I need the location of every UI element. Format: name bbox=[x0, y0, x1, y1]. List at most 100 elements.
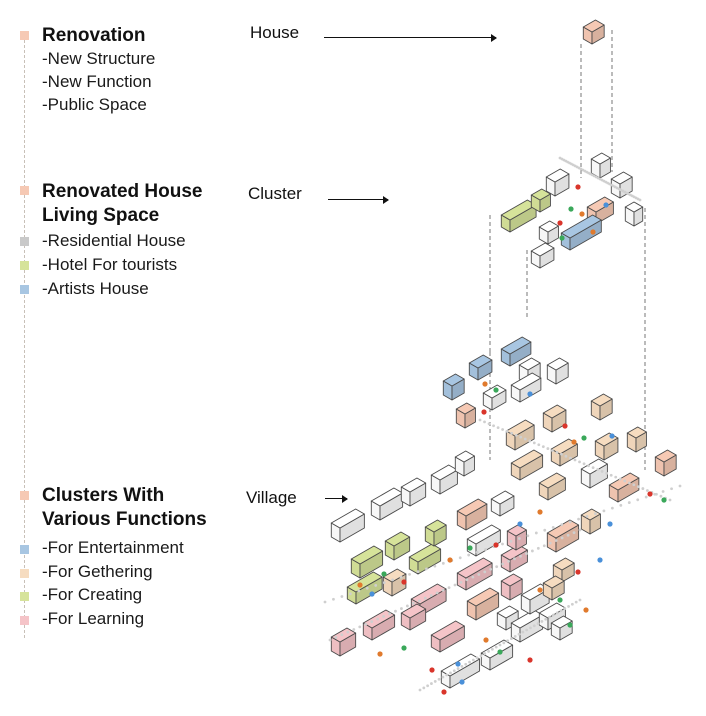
walkway-dot bbox=[445, 673, 449, 677]
building-roof bbox=[500, 573, 523, 587]
activity-dot bbox=[429, 667, 435, 673]
walkway-dot bbox=[332, 597, 335, 601]
walkway-dot bbox=[417, 599, 421, 603]
walkway-dot bbox=[426, 684, 430, 688]
walkway-dot bbox=[340, 595, 344, 598]
activity-dot bbox=[467, 545, 473, 551]
walkway-dot bbox=[468, 660, 471, 664]
walkway-dot bbox=[614, 475, 618, 479]
activity-dot bbox=[568, 206, 574, 212]
walkway-dot bbox=[487, 650, 490, 653]
activity-dot bbox=[493, 542, 499, 548]
clusters-title-line2: Various Functions bbox=[42, 509, 207, 530]
gathering-swatch-icon bbox=[20, 569, 29, 578]
walkway-dot bbox=[370, 620, 374, 624]
building-roof bbox=[550, 438, 578, 455]
living-space-title-line1: Renovated House bbox=[42, 181, 203, 202]
walkway-dot bbox=[627, 481, 631, 485]
walkway-dot bbox=[659, 494, 663, 498]
activity-dot bbox=[607, 521, 613, 527]
walkway-dot bbox=[340, 633, 344, 637]
building-roof bbox=[542, 575, 565, 589]
walkway-dot bbox=[471, 658, 475, 662]
walkway-dot bbox=[399, 575, 403, 579]
walkway-dot bbox=[602, 509, 606, 513]
activity-dot bbox=[647, 491, 653, 497]
walkway-dot bbox=[505, 430, 509, 433]
cluster-level-label: Cluster bbox=[248, 184, 302, 203]
building-roof bbox=[582, 19, 605, 33]
walkway-dot bbox=[502, 641, 506, 645]
building-roof bbox=[330, 508, 365, 529]
activity-dot bbox=[441, 689, 447, 695]
building-roof bbox=[505, 419, 535, 437]
building-roof bbox=[400, 603, 427, 619]
learning-swatch-icon bbox=[20, 616, 29, 625]
legend-item-for-creating: -For Creating bbox=[42, 585, 143, 604]
walkway-dot bbox=[513, 557, 516, 561]
walkway-dot bbox=[498, 643, 502, 647]
building-roof bbox=[466, 524, 501, 545]
walkway-dot bbox=[534, 531, 538, 535]
walkway-dot bbox=[507, 560, 510, 563]
walkway-dot bbox=[459, 580, 463, 584]
building-roof bbox=[590, 393, 613, 407]
walkway-dot bbox=[623, 479, 627, 483]
walkway-dot bbox=[644, 495, 648, 499]
walkway-dot bbox=[501, 562, 505, 566]
walkway-dot bbox=[422, 686, 426, 690]
walkway-dot bbox=[449, 671, 452, 675]
walkway-dot bbox=[376, 617, 380, 621]
walkway-dot bbox=[548, 615, 551, 619]
activity-dot bbox=[517, 521, 523, 527]
walkway-dot bbox=[537, 443, 541, 447]
activity-dot bbox=[575, 184, 581, 190]
walkway-dot bbox=[594, 512, 597, 516]
activity-dot bbox=[537, 587, 543, 593]
walkway-dot bbox=[530, 549, 534, 553]
building-roof bbox=[500, 336, 532, 355]
walkway-dot bbox=[467, 553, 471, 557]
renovation-marker-icon bbox=[20, 31, 29, 40]
walkway-dot bbox=[555, 450, 559, 454]
activity-dot bbox=[377, 651, 383, 657]
walkway-dot bbox=[525, 552, 528, 555]
walkway-dot bbox=[638, 198, 642, 202]
walkway-dot bbox=[514, 433, 518, 437]
walkway-dot bbox=[560, 523, 564, 527]
building-roof bbox=[330, 627, 357, 643]
activity-dot bbox=[559, 235, 565, 241]
legend-timeline-line bbox=[24, 40, 25, 638]
walkway-dot bbox=[523, 437, 527, 441]
walkway-dot bbox=[574, 600, 578, 604]
walkway-dot bbox=[483, 420, 486, 424]
activity-dot bbox=[557, 597, 563, 603]
building-roof bbox=[545, 168, 570, 183]
buildings-layer bbox=[330, 19, 677, 689]
walkway-dot bbox=[627, 501, 631, 504]
legend-item-artists-house: -Artists House bbox=[42, 279, 149, 298]
walkway-dot bbox=[519, 435, 523, 439]
activity-dot bbox=[369, 591, 375, 597]
walkway-dot bbox=[483, 652, 487, 655]
activity-dot bbox=[579, 211, 585, 217]
activity-dot bbox=[401, 645, 407, 651]
building-roof bbox=[496, 605, 519, 619]
walkway-dot bbox=[529, 626, 532, 630]
activity-dot bbox=[401, 579, 407, 585]
cluster-arrow bbox=[328, 195, 389, 204]
building-roof bbox=[346, 571, 383, 593]
walkway-dot bbox=[374, 584, 378, 587]
building-roof bbox=[442, 373, 465, 387]
walkway-dot bbox=[541, 445, 545, 449]
building-roof bbox=[400, 477, 427, 493]
walkway-dot bbox=[465, 578, 469, 582]
building-roof bbox=[560, 214, 602, 239]
walkway-dot bbox=[526, 534, 530, 538]
walkway-dot bbox=[487, 422, 491, 426]
walkway-dot bbox=[605, 471, 609, 475]
walkway-dot bbox=[521, 630, 525, 634]
walkway-dot bbox=[408, 572, 411, 576]
building-roof bbox=[424, 519, 447, 533]
